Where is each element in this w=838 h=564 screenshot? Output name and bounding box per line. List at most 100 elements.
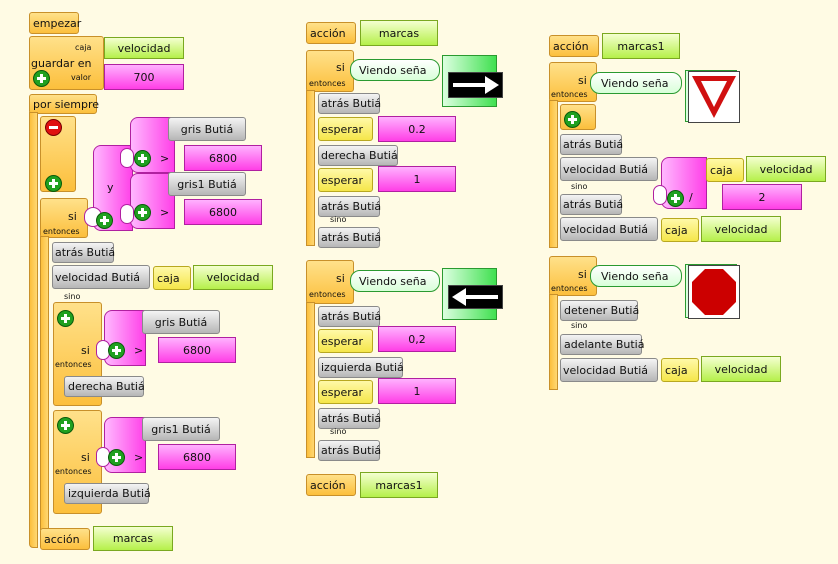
back-butia-block[interactable]: atrás Butiá (318, 227, 381, 248)
compare-connector (120, 148, 134, 168)
back-butia-block[interactable]: atrás Butiá (318, 306, 381, 327)
plus-icon[interactable] (108, 449, 125, 466)
box-name-velocidad[interactable]: velocidad (193, 265, 273, 290)
plus-icon[interactable] (57, 417, 74, 434)
number-6800[interactable]: 6800 (184, 199, 262, 225)
box-name-velocidad[interactable]: velocidad (701, 356, 781, 382)
gray-sensor-block[interactable]: gris Butiá (142, 310, 220, 334)
store-label: guardar en (31, 57, 92, 70)
gray1-sensor-block[interactable]: gris1 Butiá (142, 417, 220, 441)
gt-label: > (160, 152, 170, 165)
sees-sign-block[interactable]: Viendo seña (590, 72, 682, 94)
gray-sensor-block[interactable]: gris Butiá (168, 117, 246, 141)
else-label: sino (571, 321, 588, 330)
back-butia-block[interactable]: atrás Butiá (318, 196, 381, 217)
sees-sign-block[interactable]: Viendo seña (350, 270, 440, 292)
back-butia-block[interactable]: atrás Butiá (318, 408, 381, 429)
back-butia-block[interactable]: atrás Butiá (560, 194, 623, 215)
box-name-velocidad[interactable]: velocidad (104, 37, 184, 59)
box-block[interactable]: caja (661, 218, 699, 242)
left-butia-block[interactable]: izquierda Butiá (64, 483, 151, 504)
back-butia-block[interactable]: atrás Butiá (318, 440, 381, 461)
back-butia-block[interactable]: atrás Butiá (560, 134, 623, 155)
if-block-main[interactable] (40, 198, 88, 238)
else-label: sino (330, 427, 347, 436)
value-tag: valor (71, 73, 92, 82)
if-bracket (549, 100, 558, 248)
plus-icon[interactable] (45, 175, 62, 192)
start-block[interactable]: empezar (29, 12, 81, 34)
number-1[interactable]: 1 (378, 166, 456, 192)
sees-sign-block[interactable]: Viendo seña (590, 265, 682, 287)
plus-icon[interactable] (134, 204, 151, 221)
greater-block-3[interactable] (104, 310, 146, 366)
divide-block[interactable] (661, 157, 707, 209)
number-0,2[interactable]: 0,2 (378, 326, 456, 352)
right-butia-block[interactable]: derecha Butiá (64, 376, 145, 397)
number-1[interactable]: 1 (378, 378, 456, 404)
plus-icon[interactable] (134, 150, 151, 167)
if-label: si (578, 74, 587, 87)
action-block[interactable]: acción (40, 528, 90, 550)
action-block[interactable]: acción (306, 22, 356, 44)
forever-bracket (29, 112, 38, 548)
number-6800[interactable]: 6800 (184, 145, 262, 171)
action-name-marcas1[interactable]: marcas1 (360, 472, 438, 498)
speed-butia-block[interactable]: velocidad Butiá (560, 157, 658, 181)
divide-label: / (689, 191, 693, 204)
if-bracket (40, 236, 49, 530)
if-arrow-left-block[interactable] (306, 260, 354, 304)
then-label: entonces (55, 360, 92, 369)
then-label: entonces (551, 90, 588, 99)
sees-sign-block[interactable]: Viendo seña (350, 59, 440, 81)
if-stop-block[interactable] (549, 256, 597, 296)
stop-sign-icon (688, 265, 740, 319)
if-arrow-right-block[interactable] (306, 50, 354, 92)
wait-block[interactable]: esperar (318, 117, 373, 141)
back-butia-block[interactable]: atrás Butiá (318, 93, 381, 114)
speed-butia-block[interactable]: velocidad Butiá (560, 217, 658, 241)
minus-icon[interactable] (45, 119, 62, 136)
plus-icon[interactable] (108, 342, 125, 359)
forward-butia-block[interactable]: adelante Butiá (560, 334, 644, 355)
plus-icon[interactable] (667, 190, 684, 207)
action-name-marcas1[interactable]: marcas1 (602, 33, 680, 59)
box-block[interactable]: caja (706, 158, 744, 182)
box-tag: caja (75, 43, 92, 52)
then-label: entonces (309, 79, 346, 88)
wait-block[interactable]: esperar (318, 329, 373, 353)
wait-block[interactable]: esperar (318, 168, 373, 192)
number-2[interactable]: 2 (722, 184, 802, 210)
action-name-marcas[interactable]: marcas (360, 20, 438, 46)
right-butia-block[interactable]: derecha Butiá (318, 145, 398, 166)
number-6800[interactable]: 6800 (158, 337, 236, 363)
box-block[interactable]: caja (153, 266, 191, 290)
action-name-marcas[interactable]: marcas (93, 526, 173, 551)
speed-butia-block[interactable]: velocidad Butiá (560, 358, 658, 382)
box-block[interactable]: caja (661, 358, 699, 382)
forever-block[interactable]: por siempre (29, 94, 99, 114)
action-block[interactable]: acción (306, 474, 356, 496)
box-name-velocidad[interactable]: velocidad (701, 216, 781, 242)
then-label: entonces (551, 284, 588, 293)
plus-icon[interactable] (564, 111, 581, 128)
number-700[interactable]: 700 (104, 64, 184, 90)
then-label: entonces (43, 227, 80, 236)
number-6800[interactable]: 6800 (158, 444, 236, 470)
yield-sign-icon (688, 71, 740, 123)
wait-block[interactable]: esperar (318, 380, 373, 404)
plus-icon[interactable] (57, 310, 74, 327)
stop-butia-block[interactable]: detener Butiá (560, 300, 639, 321)
action-block[interactable]: acción (549, 35, 599, 57)
then-label: entonces (55, 467, 92, 476)
speed-butia-block[interactable]: velocidad Butiá (52, 265, 150, 289)
left-butia-block[interactable]: izquierda Butiá (318, 357, 404, 378)
arrow-right-sign-icon (448, 72, 503, 98)
number-0.2[interactable]: 0.2 (378, 116, 456, 142)
gray1-sensor-block[interactable]: gris1 Butiá (168, 172, 246, 196)
back-butia-block[interactable]: atrás Butiá (52, 242, 115, 263)
plus-icon[interactable] (33, 70, 50, 87)
plus-icon[interactable] (96, 212, 113, 229)
box-name-velocidad[interactable]: velocidad (746, 156, 826, 182)
gt-label: > (160, 206, 170, 219)
